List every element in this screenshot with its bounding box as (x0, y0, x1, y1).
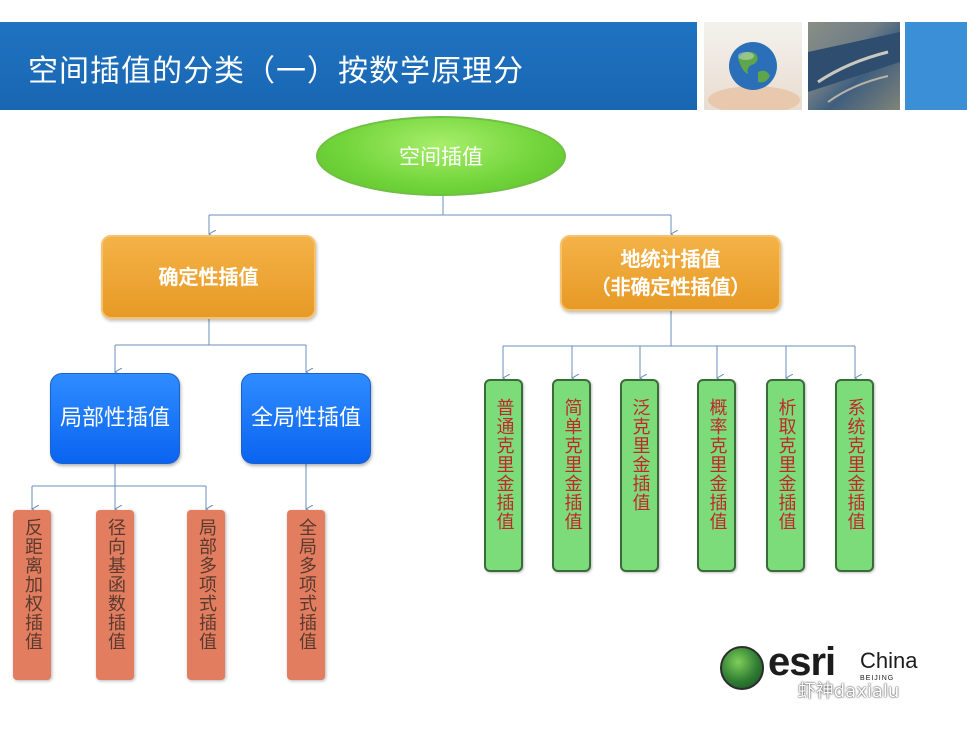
esri-china-label: China (860, 648, 918, 673)
kriging-disjunctive: 析取克里金插值 (766, 379, 805, 572)
kriging-co: 系统克里金插值 (835, 379, 874, 572)
slide-title: 空间插值的分类（一）按数学原理分 (28, 54, 524, 89)
aerial-harbor-photo (808, 22, 900, 110)
leaf-label: 局部多项式插值 (196, 518, 217, 651)
leaf-radial-basis: 径向基函数插值 (96, 510, 134, 680)
kriging-label: 泛克里金插值 (629, 398, 651, 512)
esri-wordmark: esri (768, 640, 836, 684)
hands-globe-photo (704, 22, 802, 110)
kriging-ordinary: 普通克里金插值 (484, 379, 523, 572)
root-node-spatial-interpolation: 空间插值 (316, 116, 566, 196)
wechat-icon (762, 683, 786, 701)
kriging-label: 系统克里金插值 (844, 398, 866, 531)
kriging-universal: 泛克里金插值 (620, 379, 659, 572)
local-label: 局部性插值 (59, 405, 170, 431)
leaf-global-polynomial: 全局多项式插值 (287, 510, 325, 680)
leaf-label: 径向基函数插值 (105, 518, 126, 651)
kriging-indicator: 概率克里金插值 (697, 379, 736, 572)
leaf-label: 全局多项式插值 (296, 518, 317, 651)
globe-icon (720, 646, 764, 690)
global-label: 全局性插值 (250, 405, 361, 431)
global-interpolation-node: 全局性插值 (241, 373, 371, 464)
esri-beijing-label: BEIJING (860, 675, 895, 682)
title-banner: 空间插值的分类（一）按数学原理分 (0, 22, 697, 110)
leaf-idw: 反距离加权插值 (13, 510, 51, 680)
kriging-simple: 简单克里金插值 (552, 379, 591, 572)
kriging-label: 析取克里金插值 (775, 398, 797, 531)
accent-block (905, 22, 967, 110)
kriging-label: 普通克里金插值 (493, 398, 515, 531)
leaf-label: 反距离加权插值 (22, 518, 43, 651)
wechat-watermark: 虾神daxialu (762, 677, 899, 703)
root-label: 空间插值 (399, 145, 483, 169)
local-interpolation-node: 局部性插值 (50, 373, 180, 464)
kriging-label: 简单克里金插值 (561, 398, 583, 531)
geostatistical-interpolation-node: 地统计插值 （非确定性插值） (560, 235, 781, 311)
watermark-text: 虾神daxialu (797, 681, 900, 702)
kriging-label: 概率克里金插值 (706, 398, 728, 531)
geostatistical-label-line1: 地统计插值 (620, 247, 721, 271)
esri-china-logo: esri China BEIJING (720, 640, 950, 702)
deterministic-interpolation-node: 确定性插值 (101, 235, 316, 319)
deterministic-label: 确定性插值 (158, 265, 259, 289)
geostatistical-label-line2: （非确定性插值） (590, 275, 751, 299)
leaf-local-polynomial: 局部多项式插值 (187, 510, 225, 680)
